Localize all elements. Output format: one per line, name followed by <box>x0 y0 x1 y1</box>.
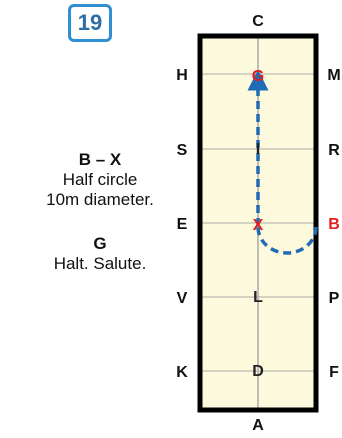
arena-letter-d: D <box>252 363 264 380</box>
arena-letter-h: H <box>176 67 188 84</box>
movement-1-letters: B – X <box>78 150 122 169</box>
arena-letter-c: C <box>252 13 264 30</box>
test-number: 19 <box>77 10 103 35</box>
arena-border <box>197 33 319 413</box>
arena-letter-e: E <box>177 216 188 233</box>
arena-letter-a: A <box>252 417 264 434</box>
arena-letter-i: I <box>256 141 260 158</box>
movement-description-1: B – X Half circle 10m diameter. <box>0 150 200 210</box>
arena-letter-v: V <box>177 290 188 307</box>
arena-letter-p: P <box>329 290 340 307</box>
half-circle-path <box>256 226 318 255</box>
arena-letter-k: K <box>176 364 188 381</box>
arena-letter-r: R <box>328 142 340 159</box>
movement-2-letters: G <box>93 234 107 253</box>
arena-letter-f: F <box>329 364 339 381</box>
arena-letter-x: X <box>253 217 264 234</box>
arena-letter-s: S <box>177 142 188 159</box>
arena-letter-b: B <box>328 216 340 233</box>
test-number-badge: 19 <box>68 4 112 42</box>
movement-1-line2: 10m diameter. <box>46 190 154 209</box>
arena-letter-g: G <box>252 68 264 85</box>
movement-description-2: G Halt. Salute. <box>0 234 200 274</box>
arena-letter-l: L <box>253 289 263 306</box>
movement-2-line1: Halt. Salute. <box>53 254 147 273</box>
movement-1-line1: Half circle <box>62 170 138 189</box>
arena-letter-m: M <box>327 67 340 84</box>
